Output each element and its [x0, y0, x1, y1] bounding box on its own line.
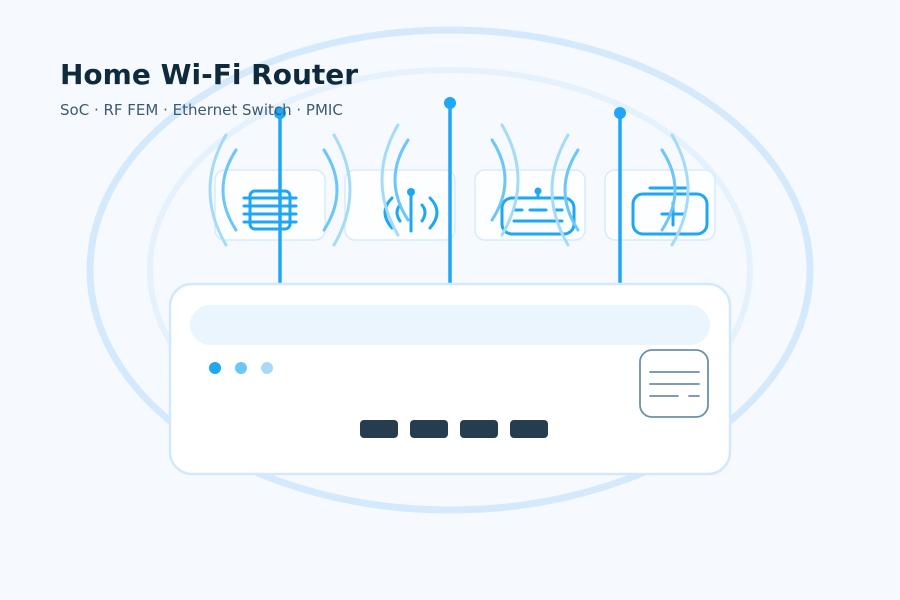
status-led-internet	[261, 362, 273, 374]
antenna-tip	[614, 107, 626, 119]
antenna-tip	[444, 97, 456, 109]
signal-waves-right	[550, 133, 690, 247]
antenna-signal-tip	[407, 188, 415, 196]
signal-wave	[550, 133, 570, 247]
component-ethernet-switch	[474, 169, 586, 241]
antenna-right	[614, 107, 626, 286]
signal-wave	[208, 133, 228, 247]
signal-wave	[322, 148, 339, 232]
signal-wave	[563, 148, 580, 232]
ethernet-port-4	[510, 420, 548, 438]
signal-wave	[660, 148, 677, 232]
outer-halo-ring	[86, 26, 814, 514]
component-soc	[214, 169, 326, 241]
signal-waves-center	[380, 123, 520, 237]
page-title: Home Wi-Fi Router	[60, 58, 359, 91]
ethernet-port-3	[460, 420, 498, 438]
signal-wave	[332, 133, 352, 247]
ethernet-port-2	[410, 420, 448, 438]
antenna-left	[274, 107, 286, 286]
status-led-wifi	[235, 362, 247, 374]
power-module-icon	[631, 186, 709, 236]
chip-icon	[242, 189, 298, 231]
antenna-tip	[274, 107, 286, 119]
signal-wave	[380, 123, 400, 237]
page-subtitle: SoC · RF FEM · Ethernet Switch · PMIC	[60, 101, 343, 119]
router-body	[168, 282, 732, 476]
switch-icon	[500, 191, 576, 236]
signal-wave	[393, 138, 410, 222]
signal-wave	[670, 133, 690, 247]
antenna-center	[444, 97, 456, 286]
display-strip	[190, 305, 710, 345]
signal-wave	[500, 123, 520, 237]
status-led-power	[209, 362, 221, 374]
signal-waves-left	[208, 133, 352, 247]
component-card	[474, 169, 586, 241]
signal-wave	[221, 148, 238, 232]
label-plate-icon	[639, 349, 709, 418]
ethernet-port-1	[360, 420, 398, 438]
switch-uplink-dot	[534, 187, 542, 195]
signal-wave	[490, 138, 507, 222]
